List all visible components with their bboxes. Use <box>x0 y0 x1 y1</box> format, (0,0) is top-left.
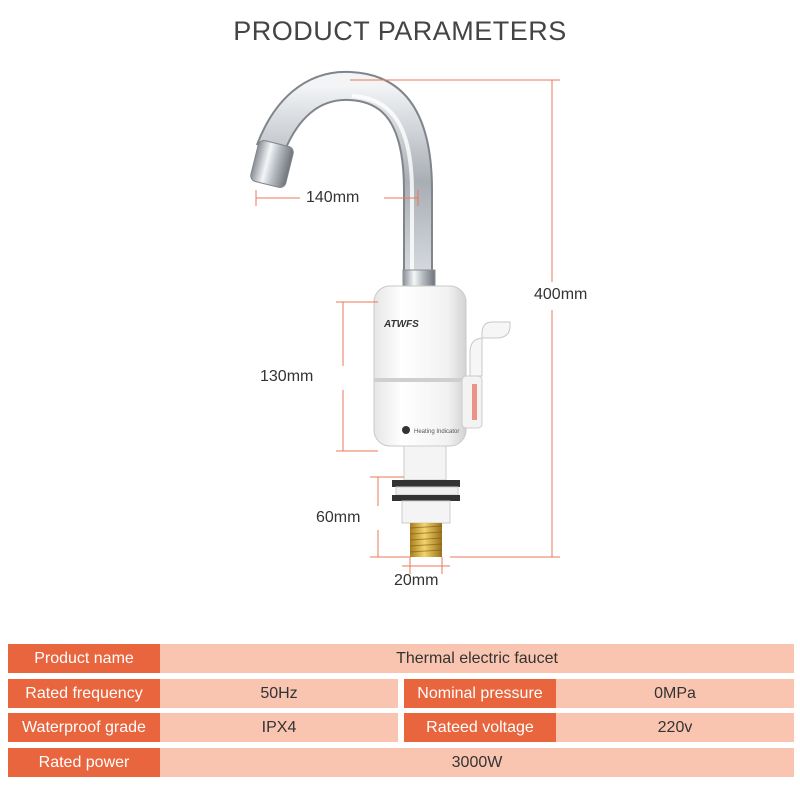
spec-label-rated-voltage: Rateed voltage <box>404 713 556 742</box>
spec-value-waterproof-grade: IPX4 <box>160 713 398 742</box>
dimension-base-height: 60mm <box>316 509 361 526</box>
spec-label-rated-power: Rated power <box>8 748 160 777</box>
spec-label-waterproof-grade: Waterproof grade <box>8 713 160 742</box>
dimension-spout-reach: 140mm <box>306 189 360 206</box>
dimension-total-height: 400mm <box>534 286 588 303</box>
indicator-label: Heating Indicator <box>414 429 459 435</box>
dimension-thread-diameter: 20mm <box>394 572 439 589</box>
faucet-diagram: Heating Indicator ATWFS <box>250 70 560 574</box>
spec-label-rated-frequency: Rated frequency <box>8 679 160 708</box>
spec-label-nominal-pressure: Nominal pressure <box>404 679 556 708</box>
dimension-body-height: 130mm <box>260 368 314 385</box>
product-figure: Heating Indicator ATWFS <box>250 70 588 589</box>
heater-body: Heating Indicator ATWFS <box>373 285 511 447</box>
spec-value-product-name: Thermal electric faucet <box>160 644 794 673</box>
base-connector <box>392 445 460 557</box>
page-title: PRODUCT PARAMETERS <box>233 16 567 46</box>
brand-logo: ATWFS <box>383 319 419 330</box>
dimension-lines <box>255 79 560 574</box>
spec-table: Product name Thermal electric faucet Rat… <box>0 642 800 800</box>
spec-value-rated-power: 3000W <box>160 748 794 777</box>
spec-label-product-name: Product name <box>8 644 160 673</box>
spec-value-rated-voltage: 220v <box>556 713 794 742</box>
spec-value-nominal-pressure: 0MPa <box>556 679 794 708</box>
spec-value-rated-frequency: 50Hz <box>160 679 398 708</box>
spout <box>250 70 436 291</box>
